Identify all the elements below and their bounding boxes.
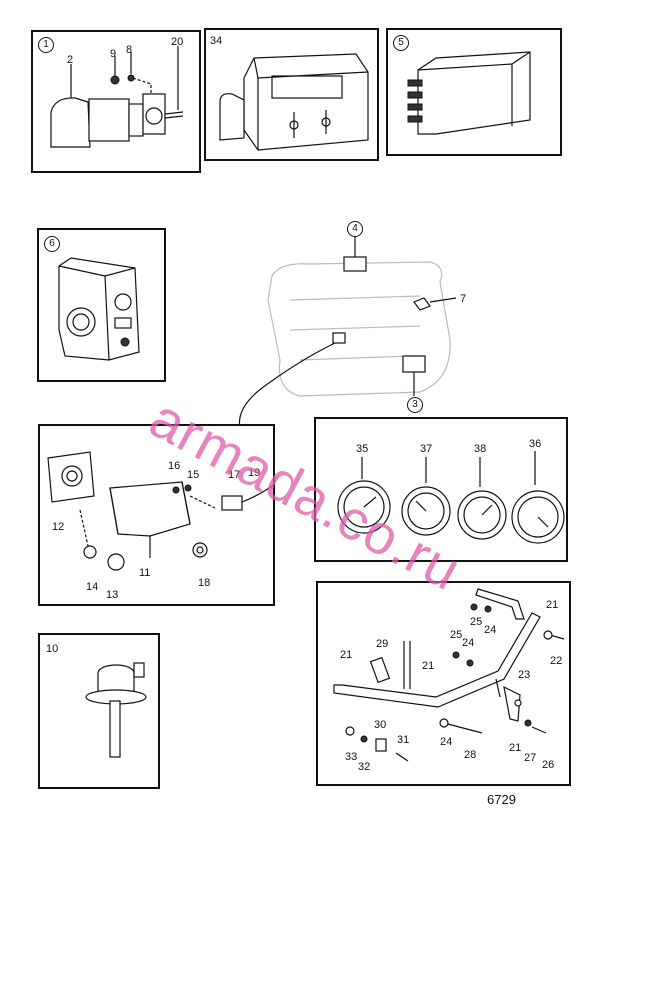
callout-label: 18 (198, 577, 211, 589)
callout-label: 2 (67, 54, 74, 66)
callout-label: 33 (345, 751, 358, 763)
callout-label: 24 (462, 637, 475, 649)
callout-label: 36 (529, 438, 542, 450)
callout-label: 21 (546, 599, 559, 611)
callout-label: 25 (470, 616, 483, 628)
temperature-sensor-drawing (85, 662, 147, 758)
callout-label: 30 (374, 719, 387, 731)
gauges-drawing (337, 451, 565, 544)
callout-label: 28 (464, 749, 477, 761)
callout-label: 16 (168, 460, 181, 472)
callout-label: 31 (397, 734, 410, 746)
callout-label: 21 (422, 660, 435, 672)
junction-box-drawing (219, 53, 369, 151)
callout-label: 8 (126, 44, 133, 56)
panel-bracket: 21 25 24 22 21 29 25 24 21 23 24 28 21 2… (316, 581, 571, 786)
callout-label: 38 (474, 443, 487, 455)
figure-number: 6729 (487, 792, 516, 807)
panel-sender: 16 15 17 19 12 11 14 13 18 (38, 424, 276, 606)
callout-label: 15 (187, 469, 200, 481)
callout-label: 35 (356, 443, 369, 455)
callout-label: 24 (440, 736, 453, 748)
callout-label: 21 (509, 742, 522, 754)
callout-label: 21 (340, 649, 353, 661)
callout-label: 24 (484, 624, 497, 636)
callout-label: 27 (524, 752, 537, 764)
callout-label: 20 (171, 36, 184, 48)
sender-assembly-drawing (47, 451, 276, 571)
panel-marker: 6 (44, 236, 60, 252)
callout-label: 23 (518, 669, 531, 681)
mounting-bracket-drawing (333, 588, 565, 762)
cover-part-drawing (50, 46, 184, 148)
relay-box-drawing (407, 51, 531, 135)
panel-6: 6 (37, 228, 166, 382)
callout-label: 7 (460, 293, 467, 305)
callout-label: 37 (420, 443, 433, 455)
callout-label: 17 (228, 469, 241, 481)
callout-label: 25 (450, 629, 463, 641)
callout-label: 32 (358, 761, 371, 773)
panel-marker: 5 (393, 35, 409, 51)
panel-5: 5 (386, 28, 562, 156)
panel-1: 1 2 9 8 20 (31, 30, 201, 173)
callout-label: 29 (376, 638, 389, 650)
callout-label: 9 (110, 48, 117, 60)
callout-label: 19 (248, 467, 261, 479)
callout-label: 11 (139, 567, 151, 579)
callout-label: 14 (86, 581, 99, 593)
panel-marker: 10 (46, 643, 59, 655)
callout-label: 22 (550, 655, 563, 667)
callout-label: 13 (106, 589, 119, 601)
callout-circle: 4 (347, 221, 363, 237)
control-housing-drawing (58, 257, 140, 361)
panel-34: 34 (204, 28, 379, 161)
panel-marker: 1 (38, 37, 54, 53)
panel-10: 10 (38, 633, 160, 789)
panel-gauges: 35 37 38 36 (314, 417, 568, 562)
panel-marker: 34 (210, 35, 223, 47)
callout-circle: 3 (407, 397, 423, 413)
callout-label: 26 (542, 759, 555, 771)
callout-label: 12 (52, 521, 65, 533)
